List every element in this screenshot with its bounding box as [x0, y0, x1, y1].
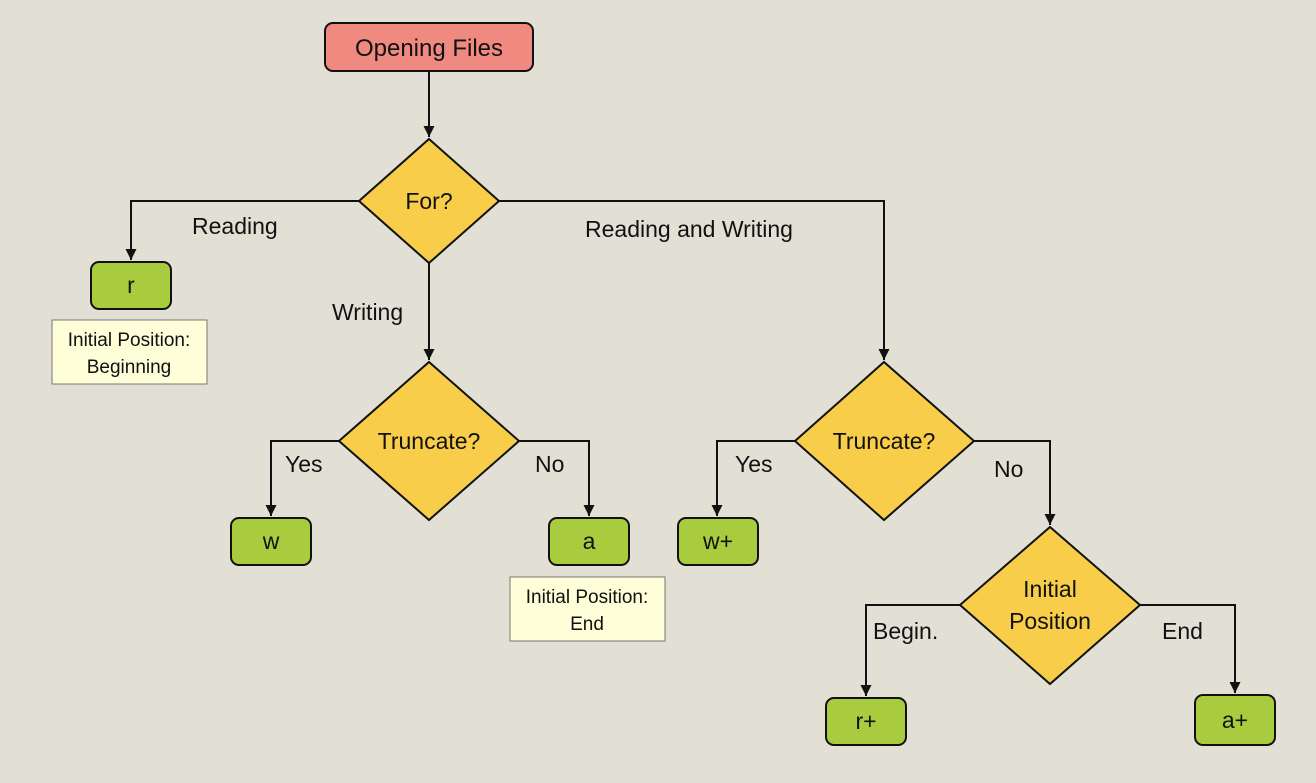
decision-truncate-rw-label: Truncate?	[833, 428, 936, 454]
edge-initial-end	[1140, 604, 1241, 693]
decision-initial-position: Initial Position	[958, 525, 1142, 686]
edge-initial-begin	[860, 604, 960, 696]
edge-label-end: End	[1162, 618, 1203, 644]
mode-w-plus-label: w+	[702, 528, 733, 554]
edge-truncate-rw-no	[974, 440, 1056, 525]
decision-for-label: For?	[405, 188, 452, 214]
edge-label-yes-rw: Yes	[735, 451, 773, 477]
edge-label-reading: Reading	[192, 213, 278, 239]
mode-a: a	[548, 517, 630, 566]
decision-initial-position-line1: Initial	[1023, 576, 1077, 602]
edge-truncate-rw-yes	[711, 440, 795, 516]
start-node: Opening Files	[324, 22, 534, 72]
note-r-line2: Beginning	[87, 357, 172, 378]
mode-w-plus: w+	[677, 517, 759, 566]
edge-for-reading	[125, 200, 359, 260]
note-r: Initial Position: Beginning	[51, 319, 208, 385]
edge-labels: Reading Writing Reading and Writing Yes …	[192, 213, 1203, 644]
decision-truncate-rw: Truncate?	[793, 360, 976, 522]
decision-truncate-write: Truncate?	[337, 360, 521, 522]
edge-label-reading-and-writing: Reading and Writing	[585, 216, 793, 242]
note-a: Initial Position: End	[509, 576, 666, 642]
edge-label-no-rw: No	[994, 456, 1023, 482]
start-label: Opening Files	[355, 35, 503, 62]
edge-label-yes-write: Yes	[285, 451, 323, 477]
mode-r-label: r	[127, 272, 135, 298]
edge-truncate-write-yes	[265, 440, 339, 516]
connectors	[125, 71, 1241, 696]
mode-r-plus: r+	[825, 697, 907, 746]
decision-for: For?	[357, 137, 501, 265]
edge-label-begin: Begin.	[873, 618, 938, 644]
note-a-line2: End	[570, 614, 604, 635]
mode-r-plus-label: r+	[855, 708, 876, 734]
edge-label-no-write: No	[535, 451, 564, 477]
note-a-line1: Initial Position:	[526, 587, 649, 608]
mode-a-plus-label: a+	[1222, 707, 1248, 733]
edge-truncate-write-no	[519, 440, 595, 516]
note-r-line1: Initial Position:	[68, 330, 191, 351]
edge-label-writing: Writing	[332, 299, 403, 325]
mode-r: r	[90, 261, 172, 310]
mode-w-label: w	[262, 528, 280, 554]
mode-a-label: a	[583, 528, 596, 554]
decision-truncate-write-label: Truncate?	[378, 428, 481, 454]
decision-initial-position-line2: Position	[1009, 608, 1091, 634]
mode-w: w	[230, 517, 312, 566]
mode-a-plus: a+	[1194, 694, 1276, 746]
edge-for-reading-writing	[499, 200, 890, 360]
